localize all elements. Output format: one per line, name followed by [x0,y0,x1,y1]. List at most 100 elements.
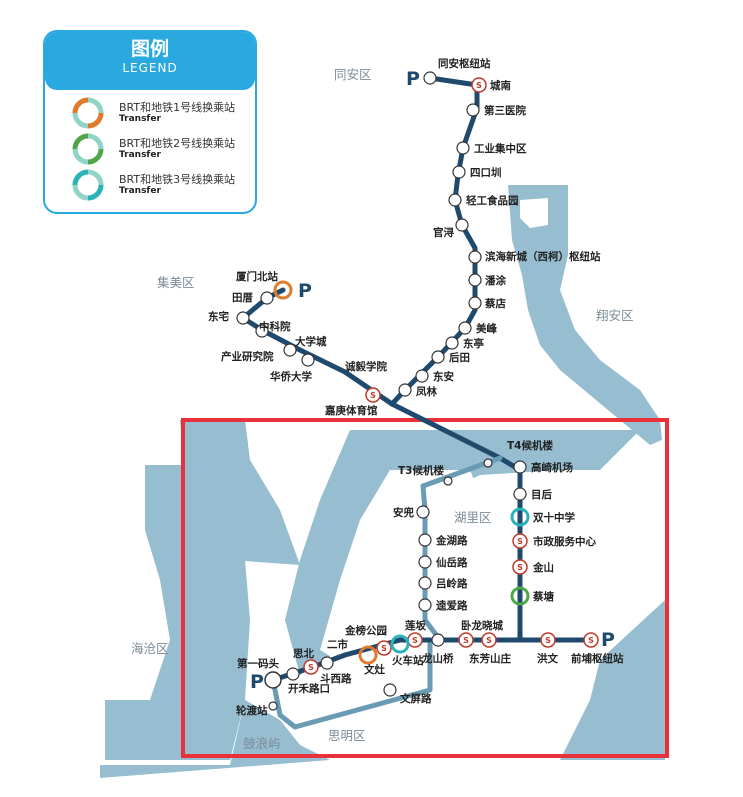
station-label-daxuecheng: 大学城 [295,335,327,348]
station-label-kaihe: 开禾路口 [288,682,330,695]
station-marker [452,165,466,179]
station-marker [415,369,429,383]
metro-letter: S [381,644,387,653]
station-label-dongzhai: 东宅 [208,310,229,323]
station-label-xiamen-north: 厦门北站 [236,270,278,283]
water-xiangan-channel [508,185,662,445]
station-marker [283,343,297,357]
legend-item-label: BRT和地铁2号线换乘站 [119,137,236,150]
station-label-chengnan: 城南 [490,79,511,92]
station-label-guanxun: 官浔 [433,226,454,239]
station-markers [236,71,527,711]
district-labels: 同安区 集美区 翔安区 湖里区 海沧区 思明区 鼓浪屿 [131,67,634,751]
station-label-disan-yiyuan: 第三医院 [484,104,526,117]
station-label-lundu: 轮渡站 [236,704,268,717]
legend-title: 图例 [130,38,169,60]
district-tongan: 同安区 [334,67,372,82]
metro-station-marker [583,632,599,648]
district-gulangyu: 鼓浪屿 [243,736,281,751]
metro-letter: S [308,663,314,672]
station-label-huochezhan: 火车站 [392,654,424,667]
station-marker [445,336,459,350]
station-marker [423,71,437,85]
station-marker [483,458,493,468]
district-haicang: 海沧区 [131,641,169,656]
metro-station-marker [540,632,556,648]
district-siming: 思明区 [328,728,366,743]
station-label-douxi: 斗西路 [320,672,352,685]
district-huli: 湖里区 [454,510,492,525]
station-label-sikouzhen: 四口圳 [470,166,502,179]
legend-item-label: BRT和地铁1号线换乘站 [119,101,236,114]
station-label-fenglin: 凤林 [416,385,437,398]
legend-item-line2: BRT和地铁2号线换乘站 Transfer [71,132,255,166]
water-areas [100,185,665,778]
metro-letter: S [463,636,469,645]
metro-letter: S [370,391,376,400]
station-label-chengyi: 诚毅学院 [345,360,387,373]
station-label-jinbang: 金榜公园 [344,624,387,637]
station-marker [513,460,527,474]
station-label-dongan: 东安 [433,370,454,383]
station-marker [448,193,462,207]
metro-letter: S [588,636,594,645]
station-marker [236,311,250,325]
station-marker [383,683,397,697]
station-marker [260,291,274,305]
station-marker [466,103,480,117]
transfer-ring-line3 [390,634,410,654]
district-xiangan: 翔安区 [596,308,634,323]
transfer-ring-line1 [358,645,378,665]
parking-icon: P [601,629,615,651]
legend-item-line3: BRT和地铁3号线换乘站 Transfer [71,168,255,202]
station-label-huaqiao: 华侨大学 [270,370,312,383]
metro-transfer-markers [303,77,599,675]
station-label-dongfang: 东芳山庄 [469,652,511,665]
station-marker [431,350,445,364]
metro-station-marker [512,533,528,549]
parking-icon: P [406,68,420,90]
water-south [100,700,330,778]
station-label-kuiai: 逵爱路 [436,599,468,612]
station-label-hongwen: 洪文 [537,652,558,665]
station-label-houtian: 后田 [449,351,470,364]
transfer-ring-line2 [510,586,530,606]
station-label-shizheng: 市政服务中心 [533,535,596,548]
legend-panel: 图例 LEGEND BRT和地铁1号线换乘站 Transfer BRT和地铁2号… [43,30,257,214]
station-labels: 同安枢纽站 城南 第三医院 工业集中区 四口圳 轻工食品园 官浔 滨海新城（西柯… [208,57,624,717]
metro-station-marker [471,77,487,93]
station-label-pantu: 潘涂 [485,274,506,287]
station-label-ershi: 二市 [327,638,348,651]
transfer-line3-icon [72,169,104,201]
parking-icon: P [298,280,312,302]
metro-letter: S [545,636,551,645]
station-marker [431,633,445,647]
transfer-ring-line1 [273,280,293,300]
station-marker [301,353,315,367]
metro-letter: S [476,81,482,90]
water-east-south [560,600,665,760]
station-label-wenzao: 文灶 [363,663,385,676]
water-lake-hole [320,470,480,665]
station-marker [416,505,430,519]
metro-station-marker [303,659,319,675]
station-label-zhongkeyuan: 中科院 [259,320,291,333]
station-label-dongting: 东亭 [463,337,484,350]
transfer-line1-icon [72,97,104,129]
station-label-caitang: 蔡塘 [532,590,554,603]
station-marker [443,476,453,486]
station-marker [268,701,278,711]
station-label-longshanqiao: 龙山桥 [421,652,454,665]
legend-item-en: Transfer [119,114,161,124]
station-label-wolong: 卧龙晓城 [461,619,503,632]
station-label-jinhu: 金湖路 [435,534,468,547]
station-label-t4: T4候机楼 [507,439,553,452]
station-marker [418,533,432,547]
station-marker [513,487,527,501]
station-label-jinshan: 金山 [532,561,554,574]
station-label-qinggong: 轻工食品园 [466,194,519,207]
metro-transfer-letters: S S S S S S S S S S S [308,81,594,672]
district-jimei: 集美区 [157,275,195,290]
station-marker [418,555,432,569]
